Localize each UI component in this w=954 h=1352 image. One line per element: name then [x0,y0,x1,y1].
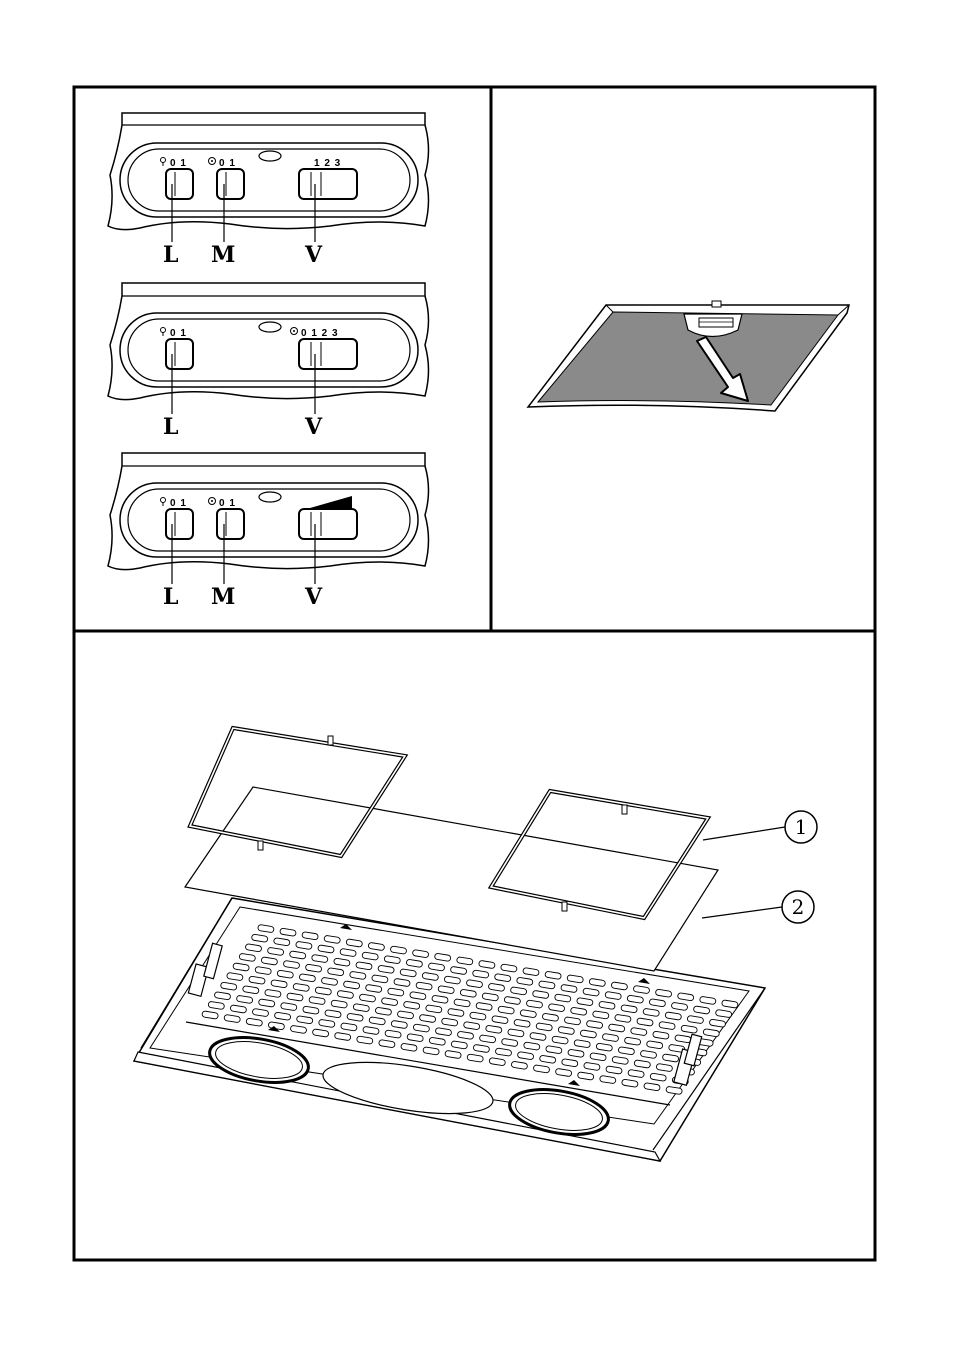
callout-2-label: 2 [792,895,805,919]
speed-switch[interactable] [299,169,357,199]
callout-1: 1 [703,811,817,843]
control-panel-2: 0 1 0 1 2 3 L V [108,283,429,440]
callout-2: 2 [702,891,814,923]
switch-label-m: M [211,242,235,268]
control-panel-3: 0 1 0 1 L M V [108,453,429,610]
switch-label-v: V [304,414,323,440]
exploded-filter-illustration: 1 2 [134,728,817,1161]
speed-switch-marking: 0 1 2 3 [301,328,339,339]
light-switch[interactable] [166,169,193,199]
switch-label-m: M [211,584,235,610]
switch-label-l: L [163,584,178,610]
speed-switch[interactable] [299,339,357,369]
motor-switch[interactable] [217,169,244,199]
switch-label-l: L [163,414,178,440]
control-panel-1: 0 1 0 1 1 2 3 L M V [108,113,429,268]
light-switch-marking: 0 1 [170,498,187,509]
motor-switch[interactable] [217,509,244,539]
switch-label-v: V [304,242,323,268]
light-switch-marking: 0 1 [170,328,187,339]
switch-label-l: L [163,242,178,268]
light-switch-marking: 0 1 [170,158,187,169]
speed-switch-marking: 1 2 3 [314,158,341,169]
light-switch[interactable] [166,509,193,539]
callout-1-label: 1 [795,815,808,839]
switch-label-v: V [304,584,323,610]
grease-filter-removal-illustration [528,301,849,411]
motor-switch-marking: 0 1 [219,498,236,509]
motor-switch-marking: 0 1 [219,158,236,169]
light-switch[interactable] [166,339,193,369]
speed-slider[interactable] [299,509,357,539]
